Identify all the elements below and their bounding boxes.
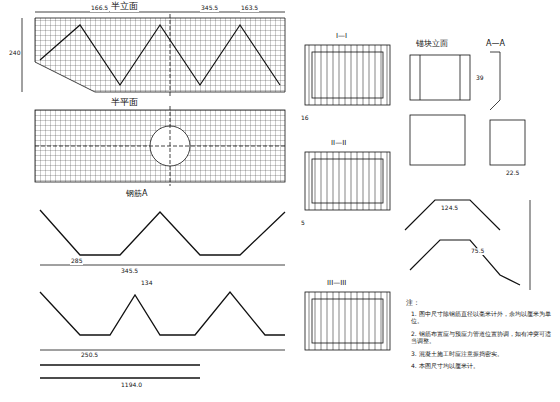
drawing-label: 166.5 xyxy=(90,5,109,12)
drawing-label: 134 xyxy=(140,280,153,287)
drawing-label: 75.5 xyxy=(470,248,485,255)
drawing-label: 注： xyxy=(405,300,421,308)
drawing-label: 1. 图中尺寸除钢筋直径以毫米计外，余均以厘米为单位。 xyxy=(410,311,552,324)
drawing-label: 3. 混凝土施工时应注意振捣密实。 xyxy=(410,351,552,358)
drawing-label: III—III xyxy=(326,280,347,288)
drawing-label: 345.5 xyxy=(120,268,139,275)
drawing-label: 2. 钢筋布置应与预应力管道位置协调，如有冲突可适当调整。 xyxy=(410,331,552,344)
drawing-label: 锚块立面 xyxy=(415,40,449,49)
drawing-label: 1194.0 xyxy=(120,382,143,389)
drawing-label: 250.5 xyxy=(80,352,99,359)
drawing-label: 16 xyxy=(300,115,310,122)
drawing-label: I—I xyxy=(335,33,348,41)
drawing-label: A—A xyxy=(485,40,506,49)
drawing-label: 345.5 xyxy=(200,5,219,12)
drawing-label: 半立面 xyxy=(110,2,139,12)
drawing-label: 半平面 xyxy=(110,98,139,108)
drawing-label: 240 xyxy=(8,50,21,57)
drawing-label: 钢筋A xyxy=(125,190,148,199)
drawing-label: 39 xyxy=(475,75,485,82)
drawing-label: 22.5 xyxy=(505,170,520,177)
drawing-label: 5 xyxy=(300,220,306,227)
drawing-label: 285 xyxy=(70,258,83,265)
drawing-label: 163.5 xyxy=(240,5,259,12)
drawing-label: II—II xyxy=(330,140,347,148)
drawing-label: 4. 本图尺寸均以厘米计。 xyxy=(410,363,552,370)
drawing-label: 124.5 xyxy=(440,205,459,212)
